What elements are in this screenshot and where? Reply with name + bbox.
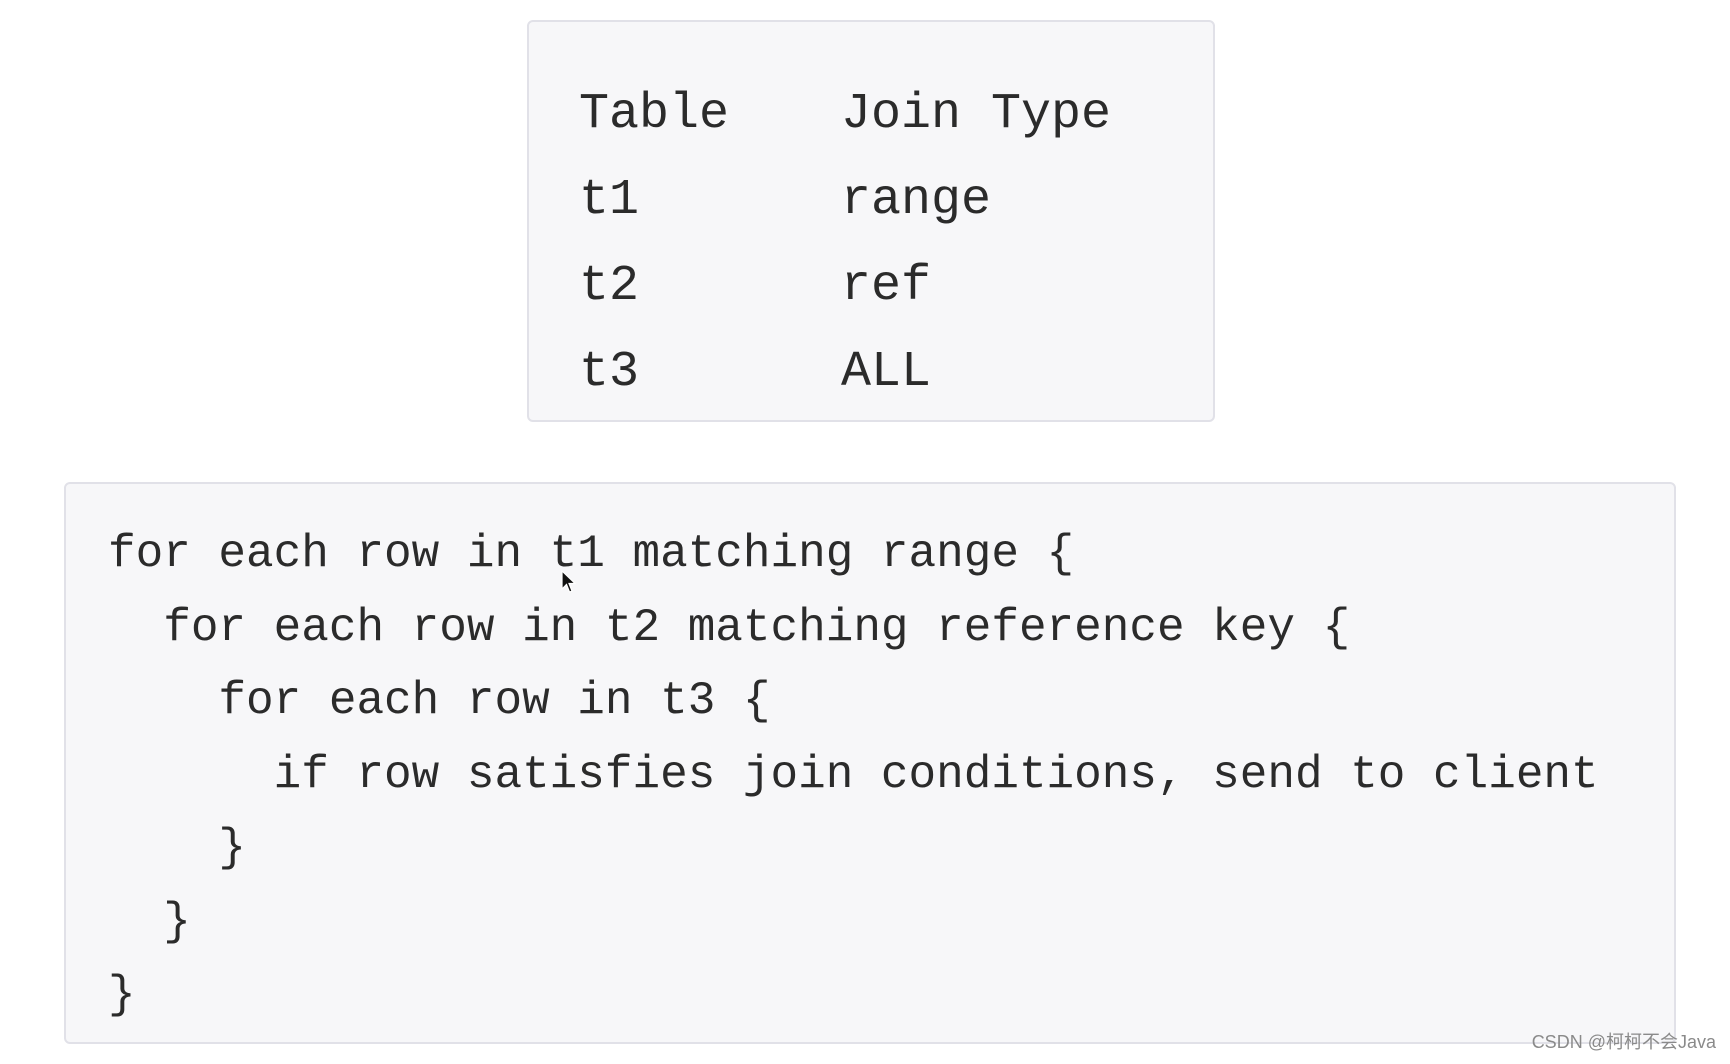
- code-line-4: if row satisfies join conditions, send t…: [108, 748, 1599, 801]
- code-line-3: for each row in t3 {: [108, 675, 771, 727]
- code-line-5: }: [108, 822, 247, 874]
- table-header-join-type: Join Type: [841, 86, 1112, 143]
- table-cell-t3-table: t3: [579, 344, 640, 401]
- join-type-table: Table Join Type t1 range t2 ref t3 ALL: [579, 72, 1141, 416]
- join-type-table-box: Table Join Type t1 range t2 ref t3 ALL: [527, 20, 1215, 422]
- nested-loop-code-box: for each row in t1 matching range { for …: [64, 482, 1676, 1044]
- nested-loop-code: for each row in t1 matching range { for …: [108, 518, 1599, 1033]
- table-header-table: Table: [579, 86, 730, 143]
- table-cell-t1-join-type: range: [841, 172, 992, 229]
- table-cell-t2-table: t2: [579, 258, 640, 315]
- code-line-6: }: [108, 895, 191, 948]
- code-line-1: for each row in t1 matching range {: [108, 528, 1075, 580]
- watermark: CSDN @柯柯不会Java: [1531, 1032, 1716, 1052]
- mouse-pointer-icon: [561, 570, 577, 593]
- table-cell-t1-table: t1: [579, 172, 640, 229]
- table-cell-t3-join-type: ALL: [841, 344, 932, 401]
- table-cell-t2-join-type: ref: [841, 258, 932, 315]
- code-line-7: }: [108, 969, 136, 1021]
- code-line-2: for each row in t2 matching reference ke…: [108, 601, 1351, 654]
